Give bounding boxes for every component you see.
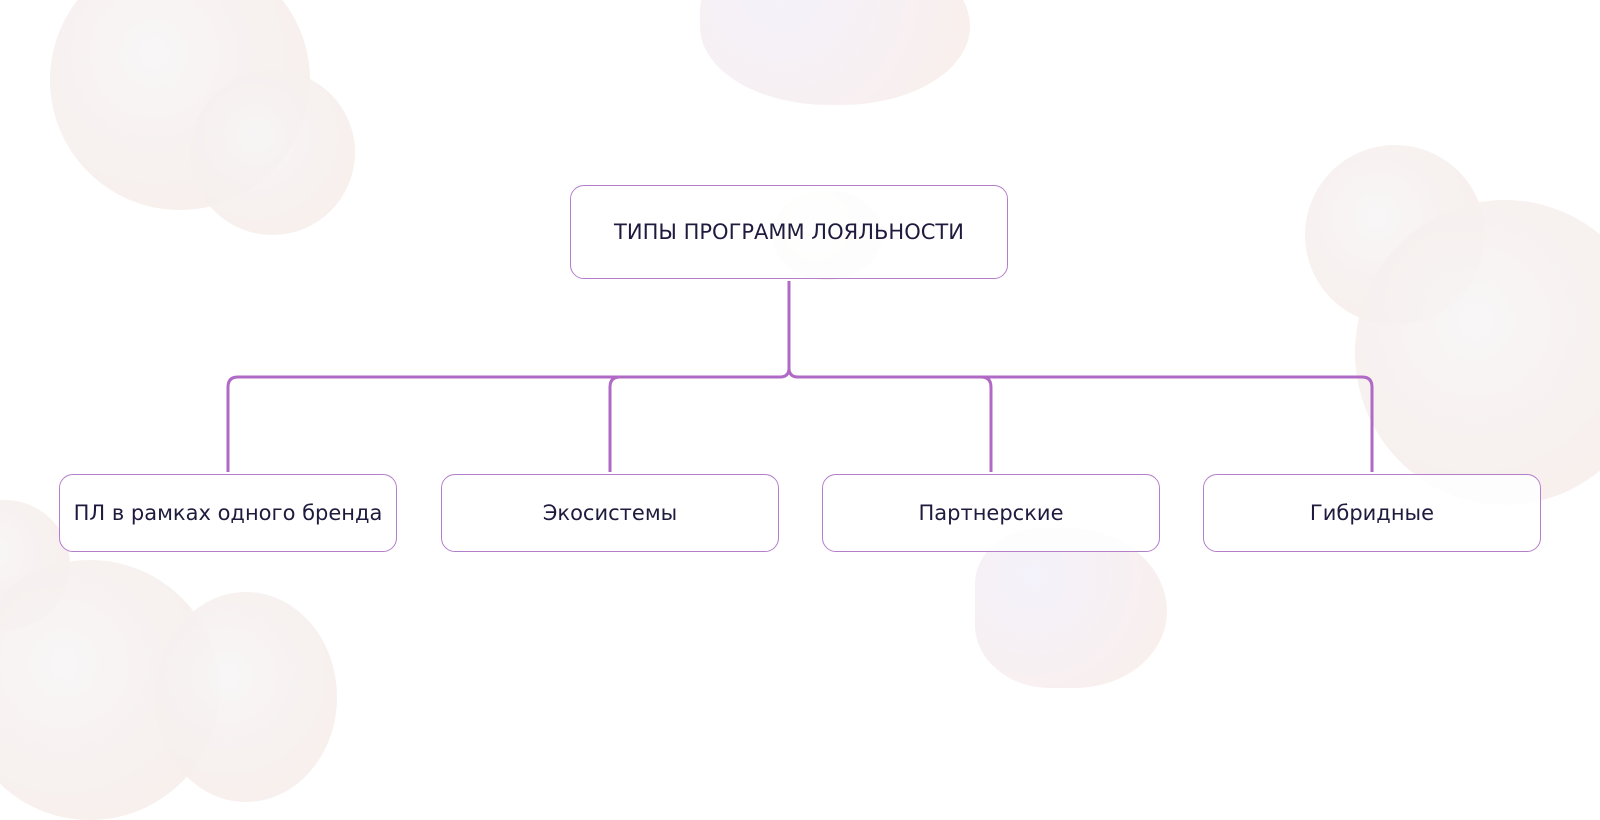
child-node-hybrid: Гибридные	[1203, 474, 1541, 552]
decorative-blob	[155, 592, 337, 802]
child-node-label: Партнерские	[918, 501, 1064, 525]
child-node-single-brand: ПЛ в рамках одного бренда	[59, 474, 397, 552]
child-node-ecosystems: Экосистемы	[441, 474, 779, 552]
connector-trunk	[226, 281, 791, 472]
decorative-blob	[190, 70, 355, 235]
root-node-label: ТИПЫ ПРОГРАММ ЛОЯЛЬНОСТИ	[614, 220, 964, 244]
child-node-label: Гибридные	[1309, 501, 1435, 525]
child-node-label: ПЛ в рамках одного бренда	[73, 501, 383, 525]
connector-child-3	[980, 375, 993, 472]
child-node-partner: Партнерские	[822, 474, 1160, 552]
decorative-blob	[975, 528, 1167, 688]
connector-right	[787, 281, 1374, 472]
connector-child-2	[608, 375, 621, 472]
root-node: ТИПЫ ПРОГРАММ ЛОЯЛЬНОСТИ	[570, 185, 1008, 279]
decorative-blob	[1355, 200, 1600, 505]
child-node-label: Экосистемы	[542, 501, 678, 525]
